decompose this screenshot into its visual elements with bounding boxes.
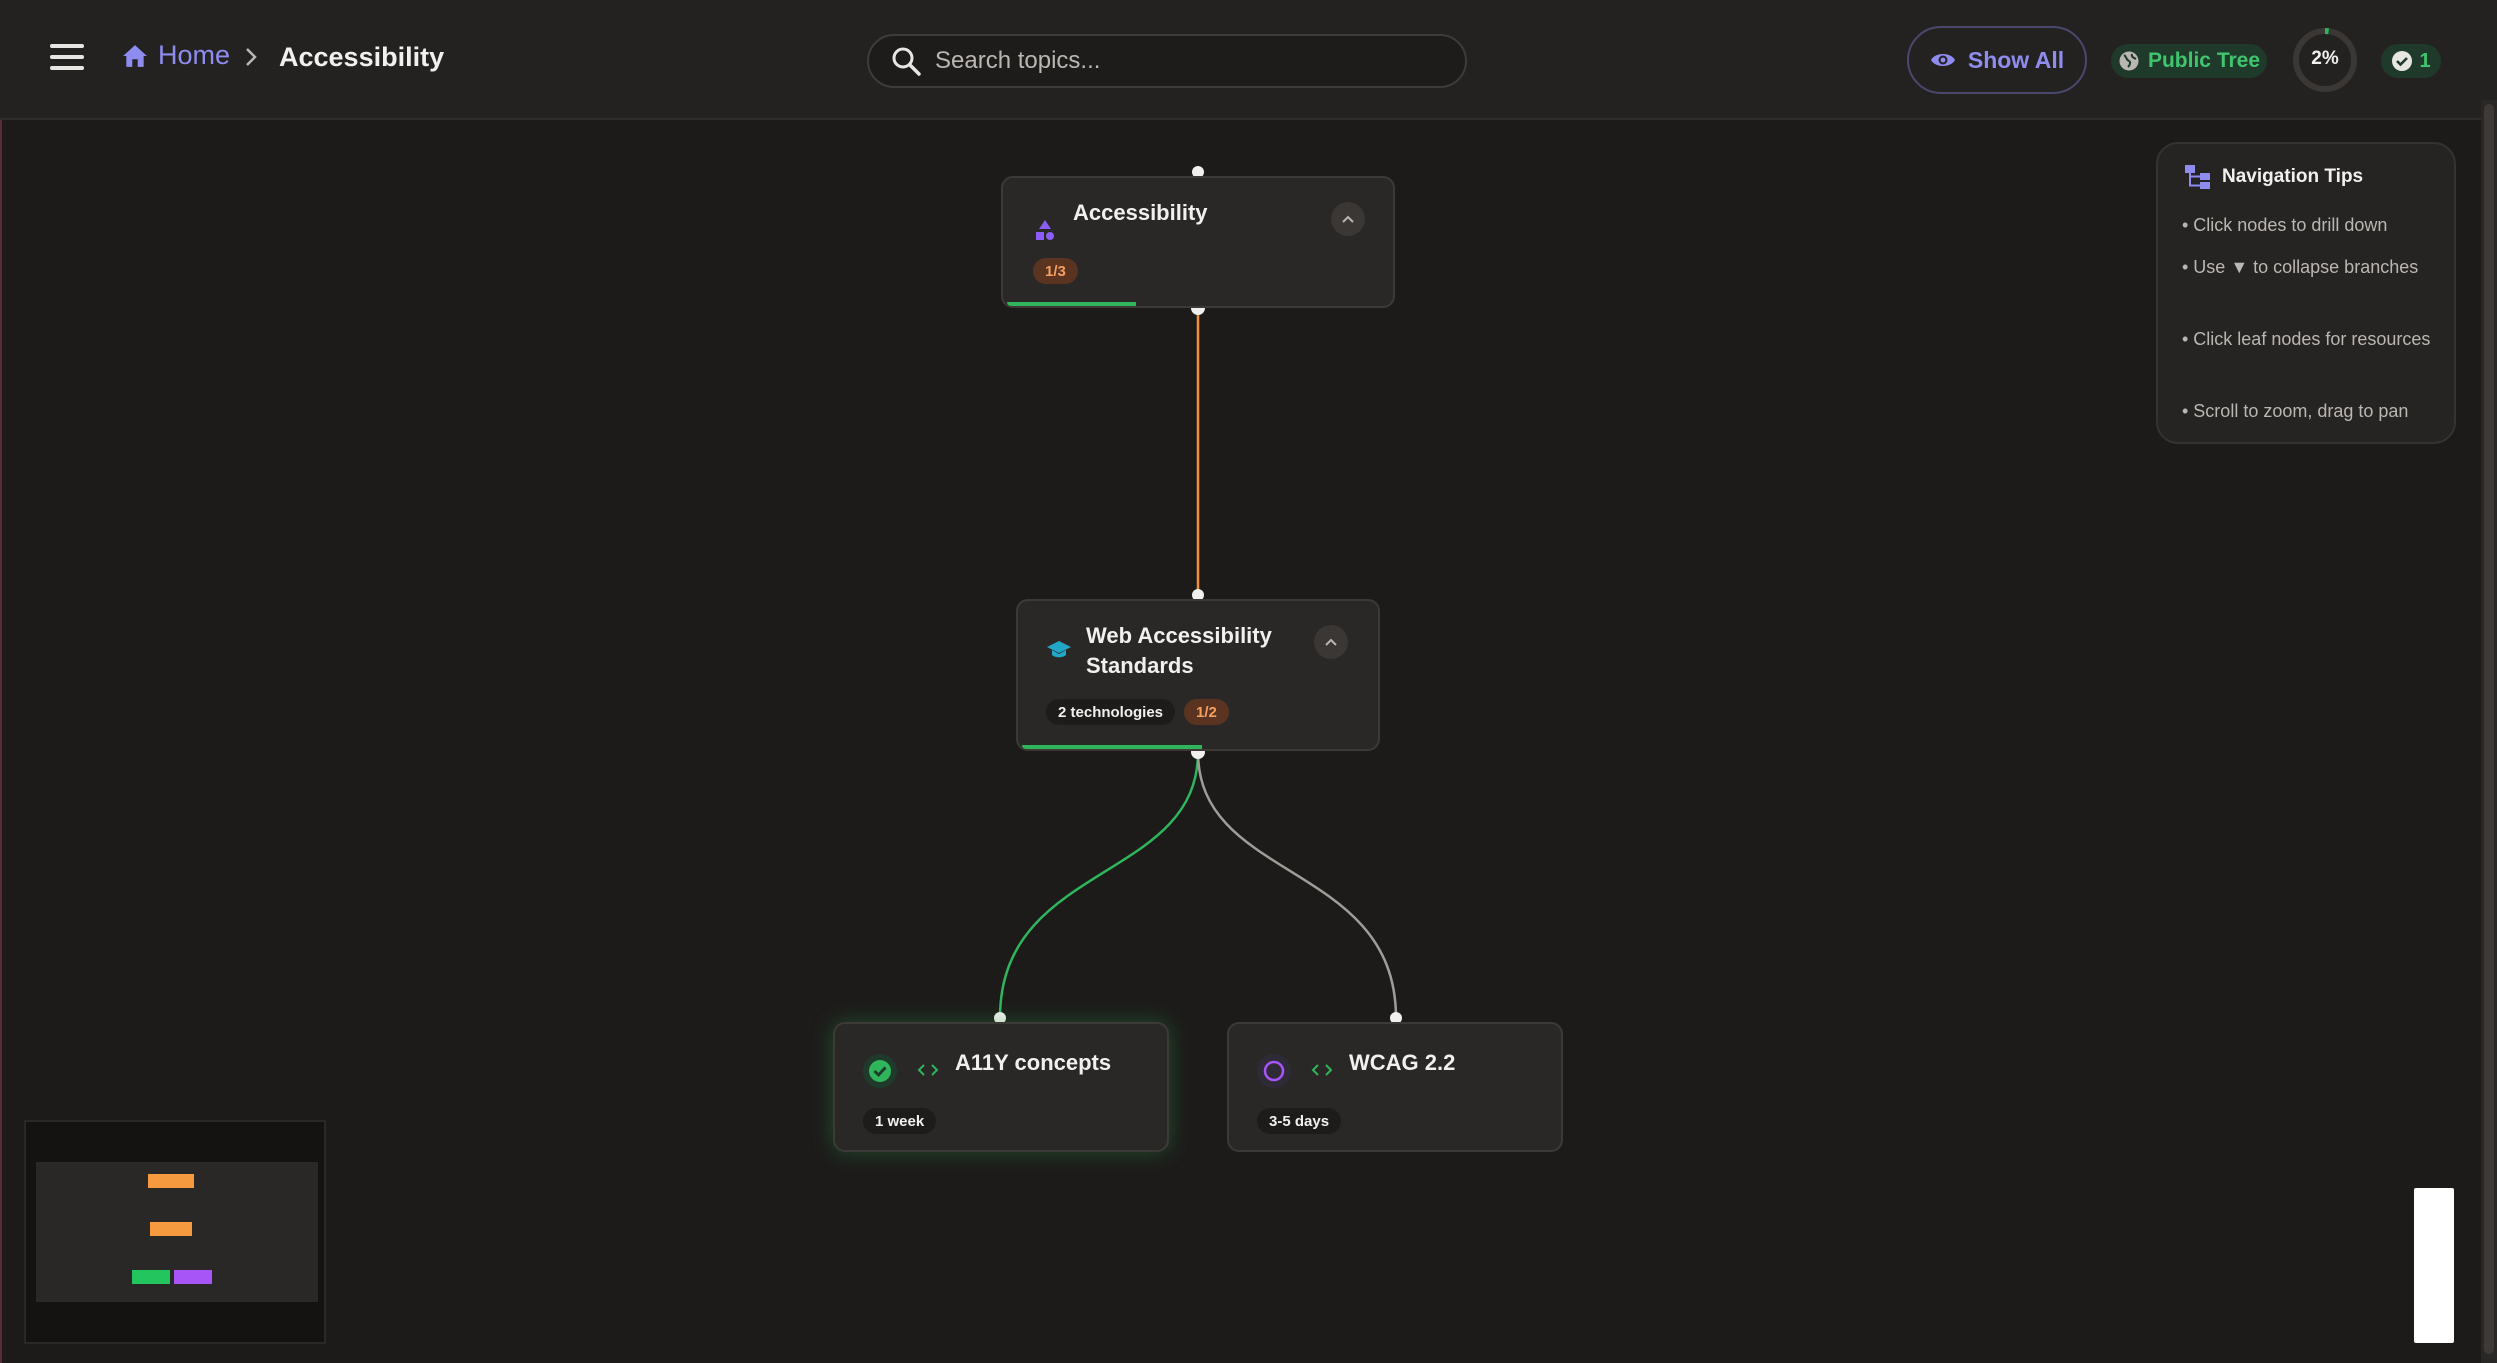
home-icon (123, 44, 147, 67)
chevron-up-icon (1325, 638, 1337, 646)
minimap-node-wcag (174, 1270, 212, 1284)
completed-badge: 1 (2381, 44, 2441, 78)
progress-count-chip: 1/3 (1033, 258, 1078, 284)
completed-status-icon[interactable] (863, 1054, 897, 1088)
tips-title: Navigation Tips (2222, 166, 2364, 187)
collapse-button[interactable] (1331, 202, 1365, 236)
graduation-cap-icon (1047, 641, 1071, 658)
node-wcag-2-2[interactable]: WCAG 2.2 3-5 days (1227, 1022, 1563, 1152)
code-icon (1311, 1064, 1333, 1076)
node-progress-bar (1022, 745, 1202, 749)
edges-layer (994, 166, 1402, 1024)
show-all-button[interactable]: Show All (1907, 26, 2087, 94)
check-circle-icon (2392, 51, 2413, 71)
breadcrumb-current: Accessibility (279, 42, 445, 72)
globe-icon (2119, 51, 2139, 71)
tip-item: • Click nodes to drill down (2182, 215, 2388, 235)
node-a11y-concepts[interactable]: A11Y concepts 1 week (833, 1022, 1169, 1152)
handle-wcag-top (1390, 1012, 1402, 1024)
node-web-accessibility-standards[interactable]: Web Accessibility Standards 2 technologi… (1016, 599, 1380, 751)
check-circle-icon (869, 1060, 891, 1082)
minimap-node-standards (150, 1222, 192, 1236)
search-input[interactable] (935, 47, 1415, 75)
node-title: WCAG 2.2 (1349, 1050, 1456, 1075)
progress-percent: 2% (2311, 48, 2339, 69)
eye-icon (1930, 54, 1955, 66)
shapes-icon (1036, 220, 1054, 240)
search-box[interactable] (867, 34, 1467, 88)
minimap-node-a11y (132, 1270, 170, 1284)
node-title-line1: Web Accessibility (1086, 623, 1272, 648)
chevron-up-icon (1342, 215, 1354, 223)
completed-count: 1 (2419, 49, 2431, 72)
code-icon (917, 1064, 939, 1076)
navigation-tips-panel: Navigation Tips • Click nodes to drill d… (2156, 142, 2456, 444)
chevron-right-icon (246, 48, 257, 66)
public-tree-label: Public Tree (2147, 49, 2261, 72)
node-progress-bar (1007, 302, 1136, 306)
tip-item: • Use ▼ to collapse branches (2182, 257, 2419, 277)
handle-a11y-top (994, 1012, 1006, 1024)
minimap-node-root (148, 1174, 194, 1188)
progress-count-chip: 1/2 (1184, 699, 1229, 725)
scrollbar-thumb[interactable] (2484, 104, 2494, 1354)
tip-item: • Scroll to zoom, drag to pan (2182, 401, 2409, 421)
handle-standards-top (1192, 589, 1204, 601)
public-tree-badge: Public Tree (2111, 44, 2267, 78)
tree-canvas[interactable]: Accessibility 1/3 Web Accessibility Stan… (0, 122, 2497, 1363)
zoom-controls[interactable] (2414, 1188, 2454, 1343)
handle-root-top (1192, 166, 1204, 178)
collapse-button[interactable] (1314, 625, 1348, 659)
breadcrumb-home-label: Home (158, 40, 231, 70)
minimap-viewport[interactable] (36, 1162, 318, 1302)
edge-standards-to-a11y (998, 751, 1200, 1019)
search-icon (892, 47, 921, 76)
menu-icon[interactable] (50, 44, 84, 76)
breadcrumb-home[interactable]: Home (122, 40, 230, 71)
progress-ring (2293, 28, 2357, 92)
technologies-chip: 2 technologies (1046, 699, 1176, 725)
not-started-status-icon[interactable] (1257, 1054, 1291, 1088)
edge-standards-to-wcag (1196, 751, 1398, 1019)
minimap[interactable] (24, 1120, 326, 1344)
node-title-line2: Standards (1086, 653, 1194, 678)
window-edge (0, 0, 2, 1363)
circle-outline-icon (1263, 1060, 1285, 1082)
node-accessibility[interactable]: Accessibility 1/3 (1001, 176, 1395, 308)
sitemap-icon (2185, 165, 2210, 189)
node-title: Accessibility (1073, 200, 1208, 225)
show-all-label: Show All (1967, 46, 2065, 73)
top-bar: Home Accessibility Show All Public Tree … (0, 0, 2497, 120)
duration-chip: 1 week (863, 1108, 937, 1134)
duration-chip: 3-5 days (1257, 1108, 1342, 1134)
tip-item: • Click leaf nodes for resources (2182, 329, 2431, 349)
node-title: A11Y concepts (955, 1050, 1112, 1075)
